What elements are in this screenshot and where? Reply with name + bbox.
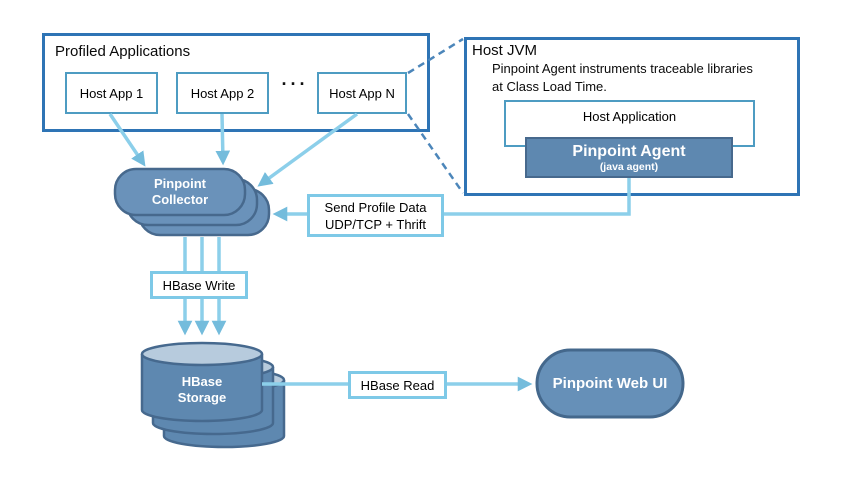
host-jvm-title: Host JVM — [472, 42, 538, 59]
hbase-write-label-box: HBase Write — [150, 271, 248, 299]
send-profile-data-label-box: Send Profile Data UDP/TCP + Thrift — [307, 194, 444, 237]
pinpoint-collector-stack — [113, 167, 271, 237]
pinpoint-collector-label: Pinpoint Collector — [115, 169, 245, 215]
arrow-app1-to-collector — [108, 113, 146, 167]
pinpoint-agent-sublabel: (java agent) — [599, 160, 659, 173]
callout-dashed-lines — [406, 37, 465, 194]
host-app-n-label: Host App N — [329, 85, 395, 101]
jvm-desc-line2: at Class Load Time. — [492, 79, 607, 94]
storage-label-line1: HBase — [181, 374, 223, 389]
pinpoint-agent-box: Pinpoint Agent (java agent) — [525, 137, 733, 178]
host-app-n-box: Host App N — [317, 72, 407, 114]
arrow-appn-to-collector — [257, 112, 359, 187]
web-ui-text: Pinpoint Web UI — [552, 374, 668, 392]
arrow-app2-to-collector — [215, 113, 231, 166]
send-profile-line2: UDP/TCP + Thrift — [324, 216, 427, 232]
host-application-label: Host Application — [582, 109, 677, 124]
dashed-line-top — [407, 37, 464, 75]
pinpoint-web-ui-pill — [535, 348, 685, 419]
host-app-2-box: Host App 2 — [176, 72, 269, 114]
dashed-line-bottom — [406, 113, 465, 194]
hbase-write-label: HBase Write — [162, 277, 236, 293]
hbase-read-label-box: HBase Read — [348, 371, 447, 399]
hbase-read-label: HBase Read — [360, 377, 435, 393]
host-app-1-box: Host App 1 — [65, 72, 158, 114]
storage-label-line2: Storage — [177, 390, 227, 405]
jvm-desc-line1: Pinpoint Agent instruments traceable lib… — [492, 61, 753, 76]
profiled-applications-box — [42, 33, 430, 132]
ellipsis-dots: ··· — [281, 74, 309, 94]
host-jvm-description: Pinpoint Agent instruments traceable lib… — [492, 60, 792, 96]
pinpoint-web-ui-label: Pinpoint Web UI — [537, 350, 683, 417]
host-app-1-label: Host App 1 — [79, 85, 144, 101]
profiled-applications-title: Profiled Applications — [55, 43, 191, 60]
hbase-storage-stack — [140, 341, 286, 449]
pinpoint-agent-label: Pinpoint Agent — [572, 142, 686, 160]
collector-pill-front — [113, 167, 247, 217]
send-profile-line1: Send Profile Data — [324, 199, 427, 215]
storage-cylinder-front — [140, 341, 264, 423]
collector-label-line2: Collector — [151, 192, 209, 207]
host-jvm-box — [464, 37, 800, 196]
hbase-storage-label: HBase Storage — [142, 368, 262, 412]
host-app-2-label: Host App 2 — [190, 85, 255, 101]
collector-label-line1: Pinpoint — [154, 176, 206, 191]
